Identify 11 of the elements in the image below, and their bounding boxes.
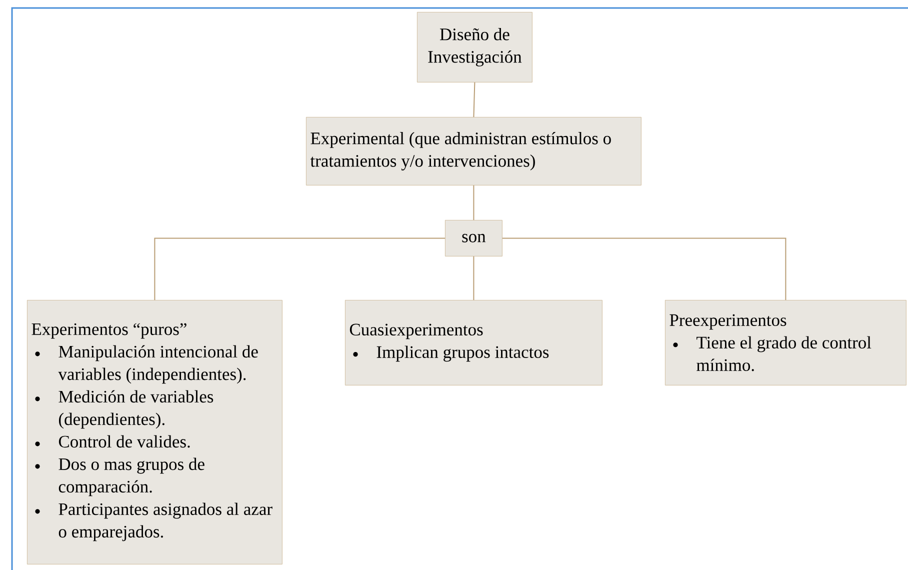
concept-box: Cuasiexperimentos Implican grupos intactos — [345, 300, 602, 386]
connector-line — [473, 184, 474, 220]
connector-line — [473, 256, 474, 300]
concept-box: Experimentos “puros” Manipulación intencional de variables (independientes). Medición de variables (dependientes). Control de valides. Dos o mas grupos de comparación. Participantes asignados al azar o emparejados. — [27, 300, 282, 564]
connector-line — [502, 238, 786, 300]
concept-box: Diseño de Investigación — [417, 12, 532, 82]
connector-line — [154, 238, 446, 300]
concept-box: Experimental (que administran estímulos o tratamientos y/o intervenciones) — [306, 117, 642, 186]
concept-box: son — [445, 220, 502, 256]
concept-box: Preexperimentos Tiene el grado de control mínimo. — [665, 300, 906, 386]
connector-line — [473, 82, 476, 118]
